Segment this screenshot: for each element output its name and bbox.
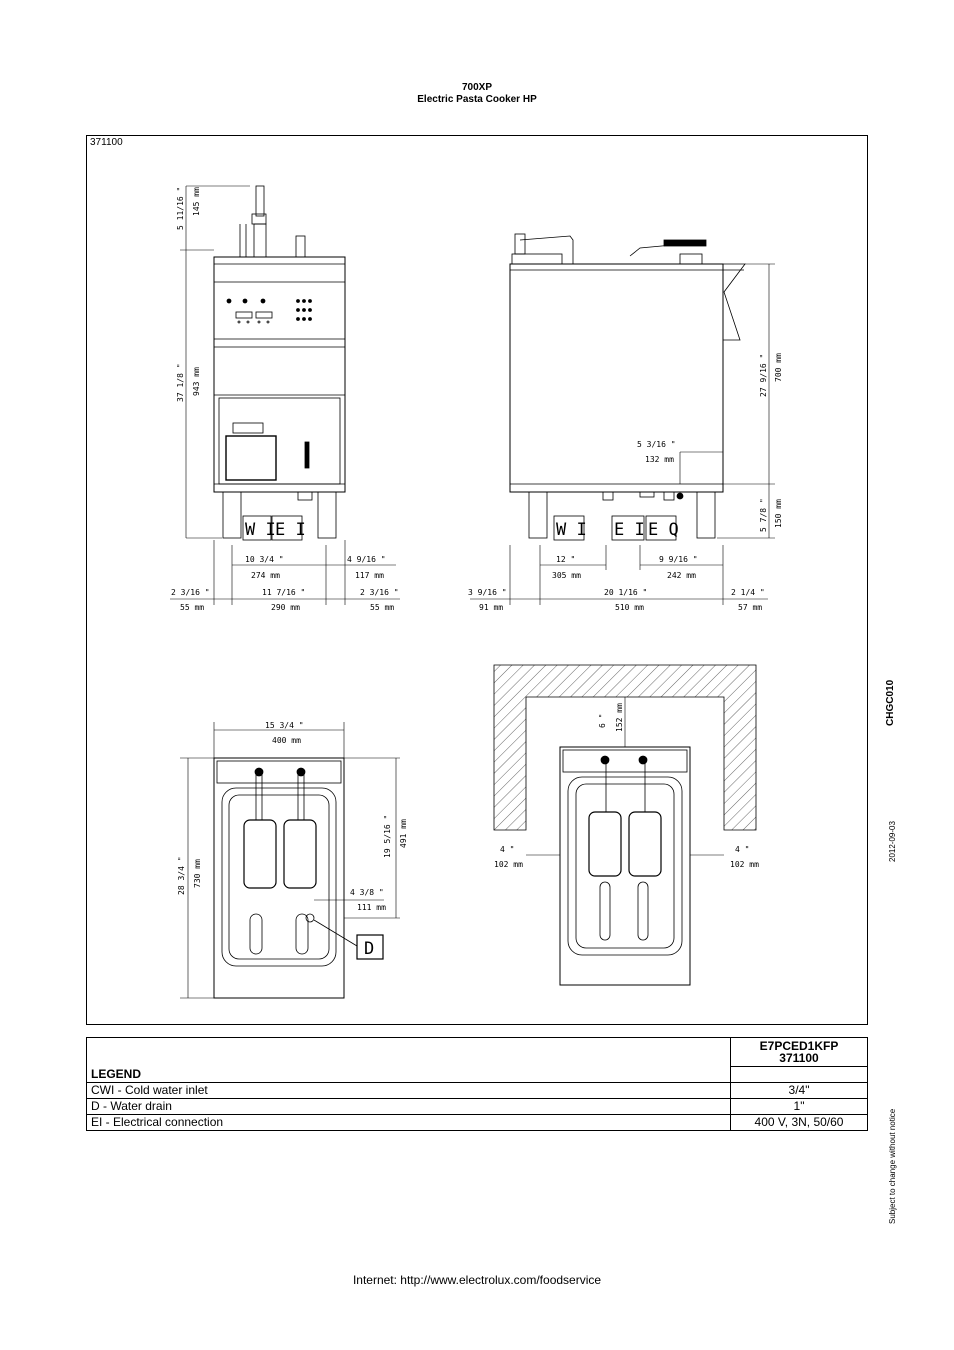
clearance-right-in: 4 " [735, 845, 749, 854]
front-dim3-mm: 55 mm [180, 603, 204, 612]
top-drain-label: D [364, 939, 374, 959]
side-dim2-mm: 242 mm [667, 571, 696, 580]
legend-model: E7PCED1KFP [759, 1039, 839, 1053]
side-view [509, 233, 746, 539]
front-dim4-in: 11 7/16 " [262, 588, 305, 597]
front-height-dim-mm: 943 mm [192, 367, 201, 396]
side-notice: Subject to change without notice [888, 1108, 897, 1224]
clearance-back-in: 6 " [598, 714, 607, 728]
series-title: 700XP [461, 82, 493, 93]
side-inner-dim-in: 5 3/16 " [637, 440, 676, 449]
side-dim5-in: 2 1/4 " [731, 588, 765, 597]
front-dim3-in: 2 3/16 " [171, 588, 210, 597]
legend-title: LEGEND [86, 1037, 731, 1083]
front-view [213, 185, 346, 539]
side-date: 2012-09-03 [888, 821, 897, 862]
side-inner-dim-mm: 132 mm [645, 455, 674, 464]
table-row: D - Water drain 1" [86, 1098, 868, 1115]
front-dim5-in: 2 3/16 " [360, 588, 399, 597]
clearance-right-mm: 102 mm [730, 860, 759, 869]
side-conn-ei: E I [614, 520, 645, 540]
legend-blank [730, 1066, 868, 1083]
front-conn-wi: W I [245, 520, 276, 540]
side-dim5-mm: 57 mm [738, 603, 762, 612]
side-dim1-in: 12 " [556, 555, 575, 564]
side-height-dim-mm: 700 mm [774, 353, 783, 382]
table-row: EI - Electrical connection 400 V, 3N, 50… [86, 1114, 868, 1131]
side-leg-dim-mm: 150 mm [774, 499, 783, 528]
drawing-frame [86, 135, 868, 1025]
top-width-dim-in: 15 3/4 " [265, 721, 304, 730]
side-dim4-in: 20 1/16 " [604, 588, 647, 597]
legend-row-label: EI - Electrical connection [86, 1114, 731, 1131]
front-dim2-in: 4 9/16 " [347, 555, 386, 564]
top-inner-depth-mm: 491 mm [399, 819, 408, 848]
clearance-left-in: 4 " [500, 845, 514, 854]
legend-row-label: D - Water drain [86, 1098, 731, 1115]
top-view [213, 757, 384, 999]
product-title: Electric Pasta Cooker HP [417, 94, 537, 105]
front-height-dim-in: 37 1/8 " [176, 363, 185, 402]
legend-code: 371100 [779, 1051, 819, 1065]
front-dim4-mm: 290 mm [271, 603, 300, 612]
front-dim1-in: 10 3/4 " [245, 555, 284, 564]
side-dim3-mm: 91 mm [479, 603, 503, 612]
legend-model-header: E7PCED1KFP 371100 [730, 1037, 868, 1067]
side-leg-dim-in: 5 7/8 " [759, 498, 768, 532]
technical-drawing: 5 11/16 " 145 mm 37 1/8 " 943 mm 10 3/4 … [170, 185, 783, 999]
front-dim5-mm: 55 mm [370, 603, 394, 612]
top-drain-dim-in: 4 3/8 " [350, 888, 384, 897]
legend-row-label: CWI - Cold water inlet [86, 1082, 731, 1099]
side-height-dim-in: 27 9/16 " [759, 354, 768, 397]
legend-row-value: 1" [730, 1098, 868, 1115]
clearance-back-mm: 152 mm [615, 703, 624, 732]
front-top-dim-mm: 145 mm [192, 187, 201, 216]
front-top-dim-in: 5 11/16 " [176, 187, 185, 230]
top-depth-dim-in: 28 3/4 " [177, 856, 186, 895]
front-conn-ei: E I [275, 520, 306, 540]
clearance-left-mm: 102 mm [494, 860, 523, 869]
top-drain-dim-mm: 111 mm [357, 903, 386, 912]
side-dim4-mm: 510 mm [615, 603, 644, 612]
top-depth-dim-mm: 730 mm [193, 859, 202, 888]
top-width-dim-mm: 400 mm [272, 736, 301, 745]
side-conn-wi: W I [556, 520, 587, 540]
side-conn-eq: E Q [648, 520, 679, 540]
dimension-lines [170, 185, 775, 999]
legend-row-value: 3/4" [730, 1082, 868, 1099]
side-dim1-mm: 305 mm [552, 571, 581, 580]
footer-link[interactable]: Internet: http://www.electrolux.com/food… [352, 1273, 602, 1287]
legend-table: LEGEND E7PCED1KFP 371100 CWI - Cold wate… [86, 1037, 868, 1131]
side-dim2-in: 9 9/16 " [659, 555, 698, 564]
drawing-code: 371100 [90, 137, 123, 148]
side-dim3-in: 3 9/16 " [468, 588, 507, 597]
side-code: CHGC010 [885, 679, 896, 726]
table-row: CWI - Cold water inlet 3/4" [86, 1082, 868, 1099]
front-dim2-mm: 117 mm [355, 571, 384, 580]
front-dim1-mm: 274 mm [251, 571, 280, 580]
top-inner-depth-in: 19 5/16 " [383, 815, 392, 858]
legend-row-value: 400 V, 3N, 50/60 [730, 1114, 868, 1131]
